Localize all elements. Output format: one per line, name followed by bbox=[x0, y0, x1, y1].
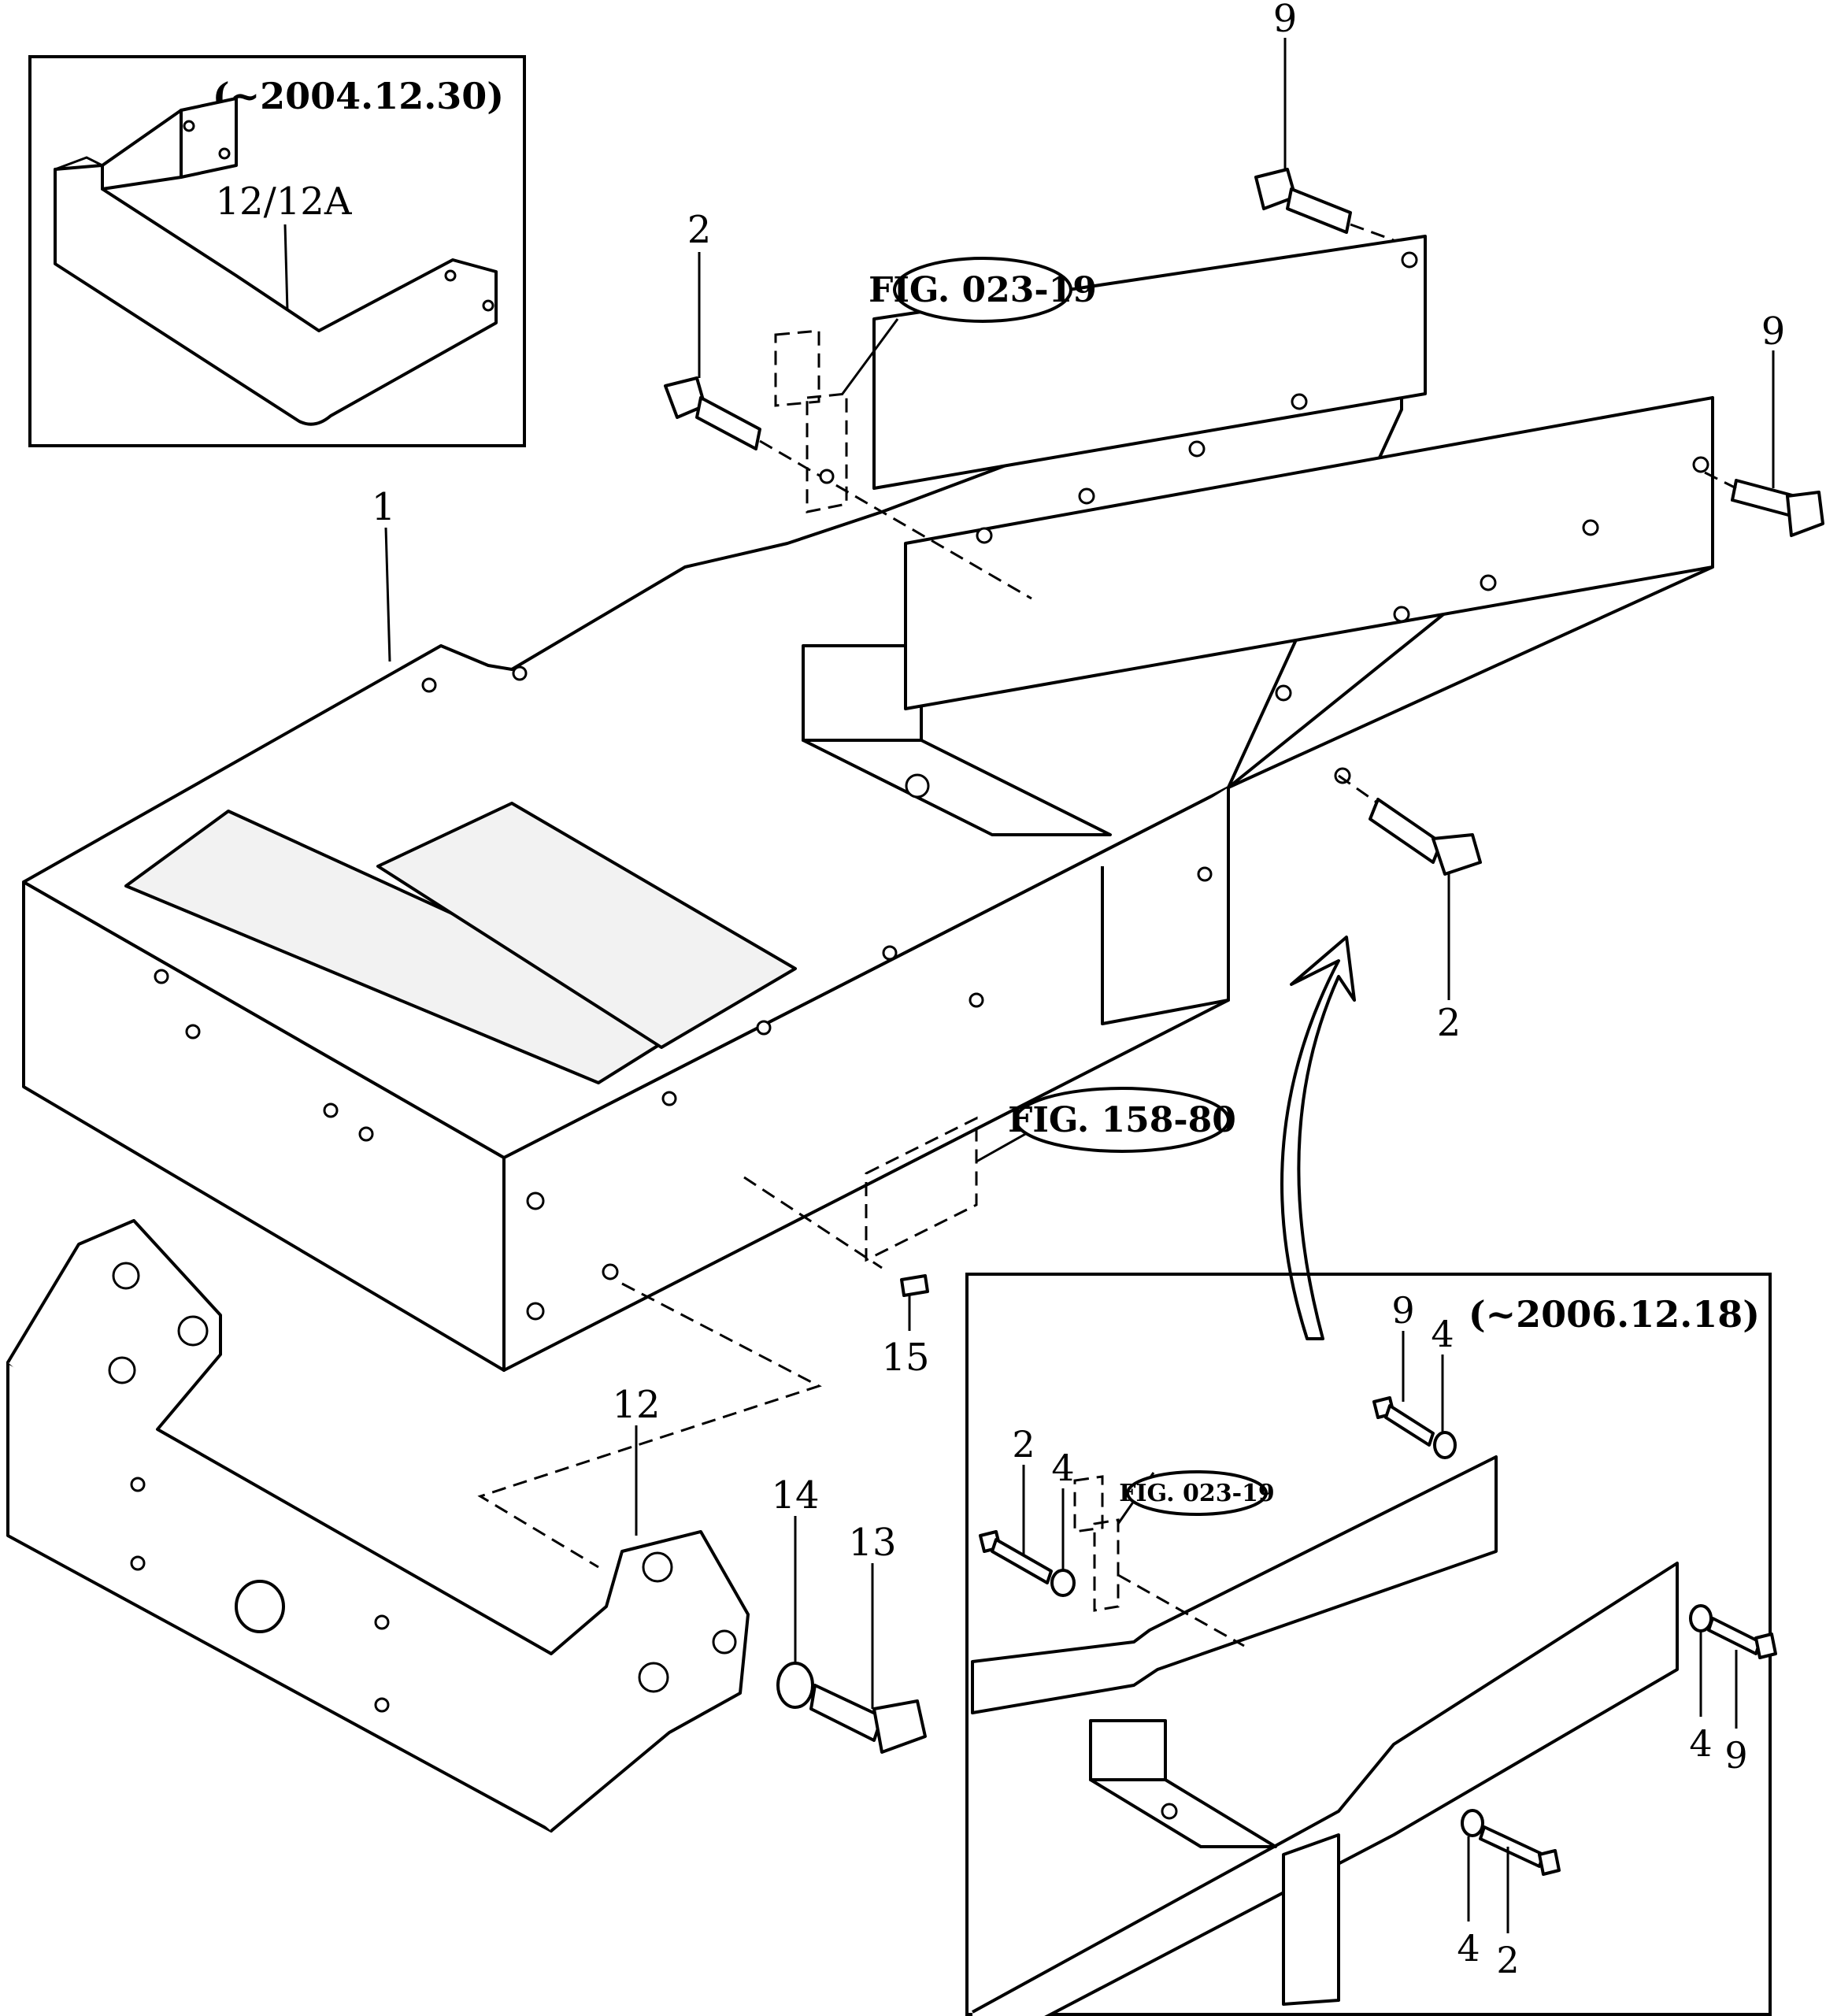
identification-plate: FIG. 158-80 bbox=[743, 1087, 1236, 1297]
figref-plate: FIG. 158-80 bbox=[1008, 1100, 1236, 1140]
plate-screw-15 bbox=[900, 1274, 929, 1297]
inset-callout-4b: 4 bbox=[1051, 1447, 1074, 1489]
bolt-2-top bbox=[664, 376, 1032, 600]
inset-date-label-bottom: (~2006.12.18) bbox=[1469, 1293, 1760, 1336]
callout-15: 15 bbox=[881, 1336, 929, 1380]
figref-bubble-top bbox=[893, 257, 1072, 323]
curved-arrow bbox=[1280, 936, 1356, 1340]
callout-2-top: 2 bbox=[687, 208, 712, 252]
callout-2-lower-right: 2 bbox=[1437, 1001, 1461, 1045]
inset-callout-4a: 4 bbox=[1431, 1313, 1454, 1355]
inset-bottom-right: (~2006.12.18) FIG. 023-19 9 4 bbox=[965, 1273, 1777, 2016]
inset-figref: FIG. 023-19 bbox=[1119, 1480, 1275, 1507]
bracket-12-12a bbox=[54, 97, 498, 426]
inset-bracket bbox=[1089, 1719, 1167, 1781]
inset-callout-4c: 4 bbox=[1689, 1722, 1712, 1765]
inset-upper-rail bbox=[971, 1455, 1498, 1714]
inset-date-label: (~2004.12.30) bbox=[213, 75, 504, 117]
inset-bracket-base bbox=[1089, 1778, 1277, 1848]
bolt-13 bbox=[809, 1684, 927, 1754]
bolt-2-lower-right bbox=[1338, 774, 1482, 876]
inset-top-left: (~2004.12.30) 12/12A bbox=[28, 55, 526, 447]
inset-callout-9a: 9 bbox=[1391, 1289, 1414, 1332]
inset-lower-rail bbox=[972, 1562, 1679, 2016]
figref-bubble-plate bbox=[1014, 1087, 1230, 1153]
leader-12-12a bbox=[283, 224, 289, 312]
inset-frame bbox=[28, 55, 526, 447]
bolt-9-right bbox=[1704, 471, 1824, 537]
inset-callout-2a: 2 bbox=[1012, 1423, 1035, 1466]
frame-center-block bbox=[376, 802, 797, 1049]
inset-figref-bubble bbox=[1126, 1470, 1268, 1516]
clip-fig-023-19: FIG. 023-19 bbox=[774, 257, 1097, 513]
bolt-9-top bbox=[1254, 168, 1395, 242]
support-body bbox=[6, 1219, 750, 1833]
callout-14: 14 bbox=[771, 1473, 819, 1518]
frame-right-lower-rail bbox=[904, 396, 1714, 710]
figref-top: FIG. 023-19 bbox=[869, 270, 1097, 310]
frame-bracket-base bbox=[802, 739, 1112, 836]
washer-14 bbox=[776, 1662, 814, 1709]
frame-bracket bbox=[802, 644, 923, 742]
callout-9-top: 9 bbox=[1273, 0, 1298, 41]
callout-12: 12 bbox=[612, 1383, 660, 1427]
label-12-12a: 12/12A bbox=[216, 180, 353, 224]
inset-rail-end bbox=[1282, 1833, 1340, 2006]
callout-9-right: 9 bbox=[1761, 309, 1786, 354]
callout-13: 13 bbox=[848, 1521, 896, 1565]
front-support-12 bbox=[6, 1219, 822, 1833]
leader-1 bbox=[384, 527, 391, 662]
inset-callout-9b: 9 bbox=[1724, 1734, 1747, 1777]
inset-callout-2b: 2 bbox=[1496, 1939, 1519, 1981]
inset-callout-4d: 4 bbox=[1457, 1927, 1480, 1970]
callout-1: 1 bbox=[372, 485, 396, 529]
main-frame-1 bbox=[22, 235, 1714, 1372]
